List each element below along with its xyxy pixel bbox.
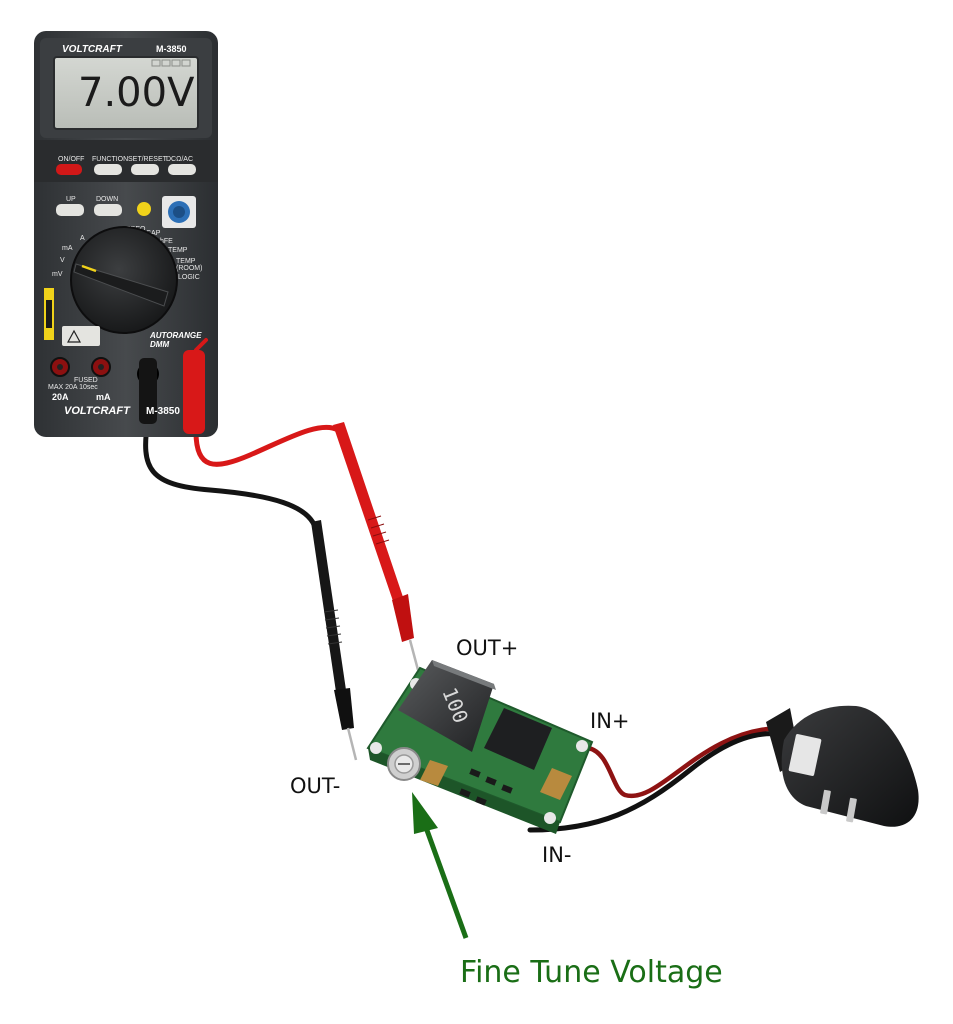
dial-label-a: A xyxy=(80,235,85,242)
dial-label-logic: LOGIC xyxy=(178,274,200,281)
multimeter-brand: VOLTCRAFT xyxy=(62,44,123,55)
dial-label-room: (ROOM) xyxy=(176,265,202,272)
dmm-badge: DMM xyxy=(150,340,169,349)
autorange-badge: AUTORANGE xyxy=(149,331,202,340)
function-button[interactable] xyxy=(94,164,122,175)
jack-label-max: MAX 20A 10sec xyxy=(48,384,98,391)
inductor: 100 xyxy=(398,660,496,752)
pad-in-minus xyxy=(544,812,556,824)
adapter-sticker xyxy=(788,734,822,776)
regulator-chip xyxy=(484,708,552,770)
lcd-display xyxy=(53,56,199,130)
down-button[interactable] xyxy=(94,204,122,216)
set-reset-label: SET/RESET xyxy=(128,156,168,163)
dial-label-temp-room: TEMP xyxy=(176,258,196,265)
test-leads xyxy=(143,417,341,533)
adapter-prongs xyxy=(820,789,857,823)
capacitor xyxy=(420,760,448,786)
input-red-wire xyxy=(585,725,783,799)
dial-label-ma: mA xyxy=(62,245,73,252)
black-plug xyxy=(139,358,157,424)
dial-label-mv: mV xyxy=(52,271,63,278)
label-in-minus: IN- xyxy=(542,843,571,867)
function-button-row: ON/OFF FUNCTION SET/RESET DCΩ/AC xyxy=(56,156,196,175)
on-off-button[interactable] xyxy=(56,164,82,175)
adapter-cable xyxy=(527,725,788,833)
fine-tune-arrow xyxy=(412,792,469,939)
label-out-plus: OUT+ xyxy=(456,636,518,660)
hold-button[interactable] xyxy=(137,202,151,216)
up-button[interactable] xyxy=(56,204,84,216)
fine-tune-label: Fine Tune Voltage xyxy=(460,955,723,990)
jack-label-fused: FUSED xyxy=(74,377,98,384)
function-label: FUNCTION xyxy=(92,156,128,163)
red-probe xyxy=(333,422,420,671)
label-in-plus: IN+ xyxy=(590,709,630,733)
red-lead-wire xyxy=(193,424,341,467)
jack-label-20a: 20A xyxy=(52,392,69,402)
set-reset-button[interactable] xyxy=(131,164,159,175)
down-label: DOWN xyxy=(96,196,118,203)
dial-label-v: V xyxy=(60,257,65,264)
dc-ac-button[interactable] xyxy=(168,164,196,175)
black-probe xyxy=(311,520,358,761)
capacitor xyxy=(540,768,572,800)
dial-pointer xyxy=(73,263,169,307)
dial-label-temp: TEMP xyxy=(168,247,188,254)
jack-label-ma: mA xyxy=(96,392,111,402)
red-plug xyxy=(183,350,205,434)
pad-in-plus xyxy=(576,740,588,752)
black-lead-wire xyxy=(143,417,319,533)
input-black-wire xyxy=(527,731,788,833)
label-out-minus: OUT- xyxy=(290,774,340,798)
multimeter: VOLTCRAFT M-3850 7.00V ON/OFF FUNCTION S… xyxy=(34,31,218,437)
buck-converter-module: 100 xyxy=(366,660,594,834)
multimeter-model: M-3850 xyxy=(156,44,187,54)
on-off-label: ON/OFF xyxy=(58,156,84,163)
dc-ac-label: DCΩ/AC xyxy=(166,156,193,163)
lcd-reading: 7.00V xyxy=(78,70,195,116)
dial-label-hfe: hFE xyxy=(160,238,173,245)
trim-potentiometer[interactable] xyxy=(387,747,421,781)
power-adapter xyxy=(766,705,919,827)
up-label: UP xyxy=(66,196,76,203)
adapter-body xyxy=(781,705,919,827)
multimeter-model-bottom: M-3850 xyxy=(146,406,180,417)
warning-icon xyxy=(62,326,100,346)
multimeter-brand-bottom: VOLTCRAFT xyxy=(64,405,131,417)
transistor-socket-icon xyxy=(162,196,196,228)
lcd-indicator-icon xyxy=(151,59,191,67)
dial-label-cap: CAP xyxy=(146,230,161,237)
pad-out-minus xyxy=(370,742,382,754)
